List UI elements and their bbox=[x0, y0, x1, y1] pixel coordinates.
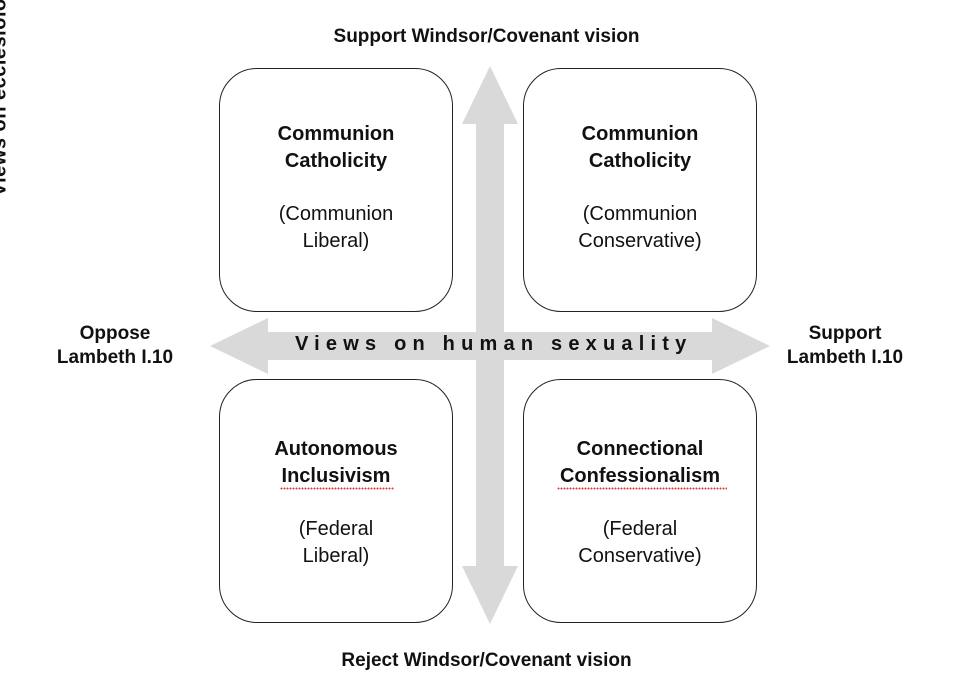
quadrant-title: Communion Catholicity bbox=[581, 123, 699, 172]
quadrant-subtitle: (Federal Liberal) bbox=[298, 518, 374, 567]
quadrant-subtitle: (Communion Conservative) bbox=[578, 203, 702, 252]
quadrant-title: Connectional Confessionalism bbox=[559, 438, 721, 487]
quadrant-top-left: Communion Catholicity (Communion Liberal… bbox=[219, 68, 453, 312]
horizontal-double-arrow bbox=[210, 318, 770, 374]
top-axis-label: Support Windsor/Covenant vision bbox=[333, 26, 640, 47]
quadrant-bottom-right: Connectional Confessionalism (Federal Co… bbox=[523, 379, 757, 623]
quadrant-top-right: Communion Catholicity (Communion Conserv… bbox=[523, 68, 757, 312]
bottom-axis-label: Reject Windsor/Covenant vision bbox=[341, 650, 632, 671]
right-axis-label: Support Lambeth I.10 bbox=[786, 323, 904, 368]
horizontal-axis-title: Views on human sexuality bbox=[295, 333, 693, 355]
quadrant-title: Communion Catholicity bbox=[277, 123, 395, 172]
vertical-axis-title-text: Views on ecclesiology and Communion bbox=[0, 0, 11, 197]
quadrant-bottom-left: Autonomous Inclusivism (Federal Liberal) bbox=[219, 379, 453, 623]
spellcheck-underline bbox=[557, 487, 727, 490]
quadrant-title: Autonomous Inclusivism bbox=[274, 438, 398, 487]
quadrant-subtitle: (Communion Liberal) bbox=[278, 203, 394, 252]
quadrant-subtitle: (Federal Conservative) bbox=[578, 518, 702, 567]
left-axis-label: Oppose Lambeth I.10 bbox=[56, 323, 174, 368]
spellcheck-underline bbox=[280, 487, 394, 490]
